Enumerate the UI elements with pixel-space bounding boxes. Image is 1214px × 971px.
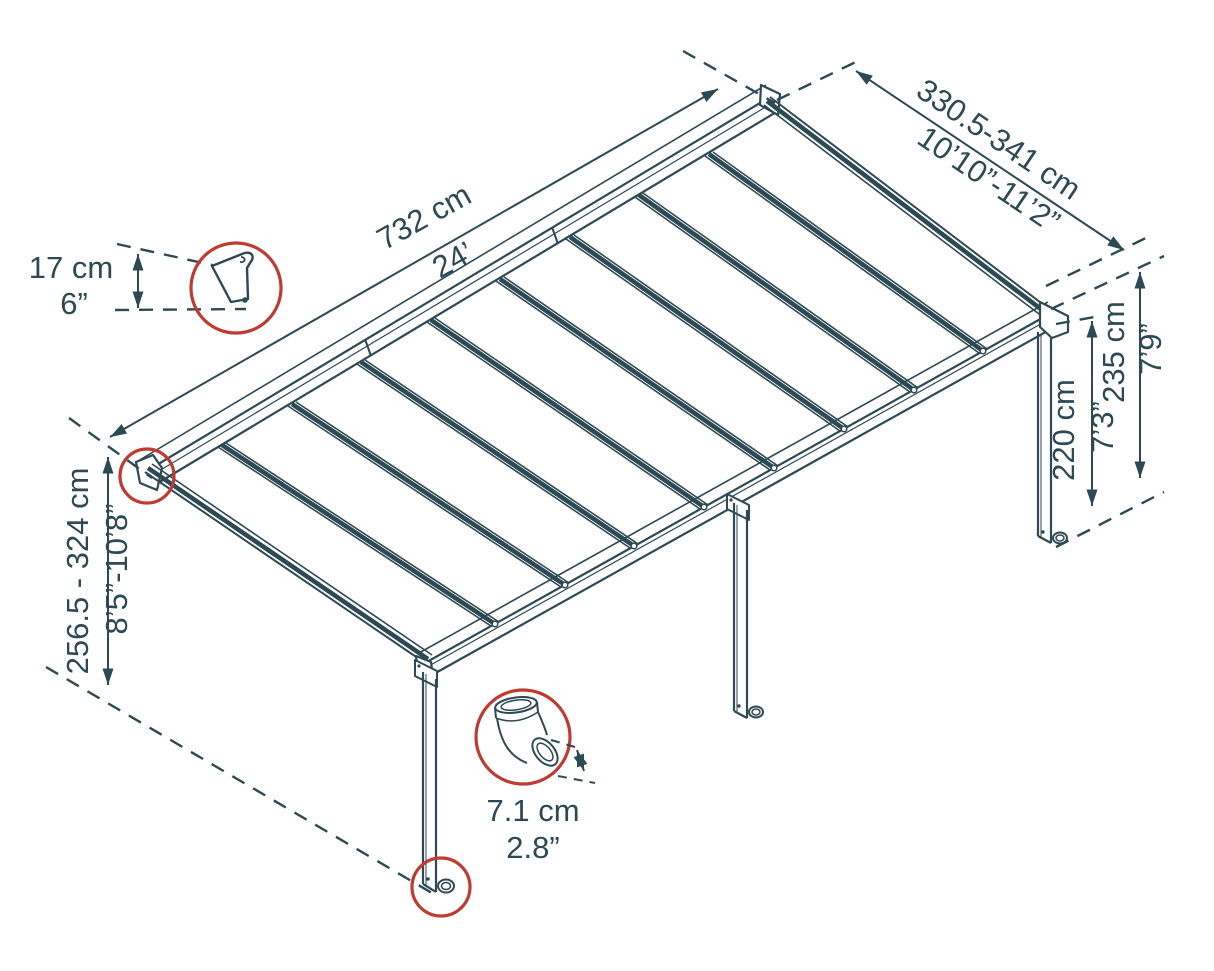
rafter [426, 317, 709, 510]
post-foot-roller [748, 705, 764, 719]
corner-callout-circle [118, 447, 176, 505]
post-height-metric-label: 220 cm [1046, 379, 1081, 481]
drainpipe-elbow-detail [494, 696, 559, 767]
post-foot-callout-circle [410, 856, 472, 918]
gutter-metric-label: 17 cm [29, 250, 113, 285]
wall-beam-left-cap [134, 453, 164, 492]
dimension-rear-height: 256.5 - 324 cm 8’5”-10’8” [45, 457, 438, 898]
roof-front-edge [418, 301, 1049, 654]
post-right [1036, 332, 1068, 545]
roof-rafters [217, 151, 988, 627]
post-height-imperial-label: 7’3” [1085, 401, 1120, 453]
rafter-screw-heads [491, 347, 987, 628]
drainpipe-imperial-label: 2.8” [506, 830, 559, 865]
post-middle [726, 493, 764, 719]
gutter-profile-detail [210, 251, 254, 304]
patio-cover-drawing [134, 83, 1070, 894]
rear-height-metric-label: 256.5 - 324 cm [60, 468, 95, 675]
post-front-left [414, 659, 455, 894]
post-foot-roller [437, 878, 455, 894]
rafter [495, 276, 779, 471]
rafter [217, 442, 500, 627]
dimension-gutter-profile: 17 cm 6” [29, 241, 283, 335]
rafter [704, 151, 988, 354]
gutter-imperial-label: 6” [60, 286, 88, 321]
rafter [356, 359, 639, 549]
rafter [287, 401, 570, 588]
gutter-right-corner [1038, 300, 1070, 340]
drainpipe-callout-circle [474, 688, 572, 786]
rear-height-imperial-label: 8’5”-10’8” [99, 504, 134, 635]
dimension-front-height: 235 cm 7’9” [1050, 254, 1168, 549]
front-height-metric-label: 235 cm [1096, 301, 1131, 403]
rafter [634, 192, 919, 393]
dimension-width: 732 cm 24’ [68, 49, 776, 479]
dimension-drainpipe: 7.1 cm 2.8” [474, 688, 596, 865]
left-gable-rafter [144, 463, 433, 664]
rafter [565, 234, 849, 432]
gutter-profile-callout-circle [189, 241, 283, 335]
front-height-imperial-label: 7’9” [1133, 323, 1168, 375]
drainpipe-metric-label: 7.1 cm [486, 793, 579, 828]
post-foot-roller [1052, 531, 1068, 545]
dimension-post-height: 220 cm 7’3” [1046, 314, 1120, 506]
